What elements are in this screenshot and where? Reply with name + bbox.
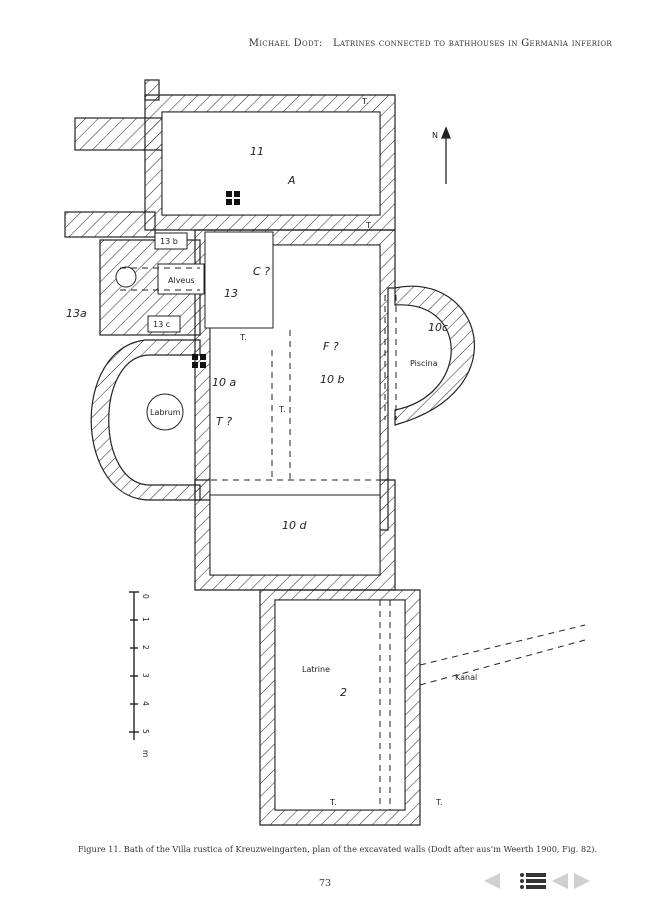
label-room-10c: 10c (428, 321, 448, 334)
label-room-11: 11 (250, 145, 264, 158)
page-number: 73 (318, 878, 332, 889)
wall-stub-top-left (144, 79, 160, 101)
round-feature (115, 266, 137, 288)
label-north: N (432, 131, 438, 140)
scale-tick-4: 4 (141, 701, 150, 706)
wall-apse-10a (90, 339, 201, 501)
label-room-A: A (287, 174, 296, 187)
room-13-box (204, 231, 274, 329)
scale-tick-3: 3 (141, 673, 150, 678)
label-room-Fq: F ? (323, 340, 339, 353)
label-alveus: Alveus (168, 276, 195, 285)
scale-tick-1: 1 (141, 617, 150, 622)
label-t-center: T. (278, 405, 285, 414)
wall-left-upper (74, 117, 164, 151)
label-room-Tq: T ? (216, 415, 232, 428)
label-room-13b: 13 b (160, 237, 178, 246)
figure-caption: Figure 11. Bath of the Villa rustica of … (78, 844, 598, 854)
kanal-line-1 (419, 624, 586, 666)
tile-symbol-lower (192, 354, 206, 368)
header-title: Latrines connected to bathhouses in Germ… (333, 38, 612, 49)
label-room-13c: 13 c (153, 320, 170, 329)
page-navigation (482, 872, 592, 890)
label-t-bottom-left: T. (329, 798, 336, 807)
label-room-10d: 10 d (282, 519, 307, 532)
label-room-Cq: C ? (253, 265, 270, 278)
label-t-top: T. (361, 97, 368, 106)
label-t-13: T. (239, 333, 246, 342)
label-t-upper-right: T. (365, 221, 372, 230)
label-room-10a: 10 a (212, 376, 236, 389)
tile-symbol-upper (226, 191, 240, 205)
room-alveus-box (157, 263, 205, 295)
wall-piscina-apse (394, 285, 475, 426)
label-room-10b: 10 b (320, 373, 344, 386)
scale-tick-5: 5 (141, 729, 150, 734)
kanal-line-2 (419, 639, 586, 686)
label-piscina: Piscina (410, 359, 438, 368)
scale-unit: m (141, 750, 150, 757)
back-icon[interactable] (550, 872, 570, 890)
label-t-bottom-right: T. (435, 798, 442, 807)
label-labrum: Labrum (150, 408, 181, 417)
label-kanal: Kanal (455, 673, 477, 682)
label-latrine: Latrine (302, 665, 330, 674)
prev-page-icon[interactable] (482, 872, 502, 890)
room-13c-box (147, 315, 181, 333)
scale-tick-0: 0 (141, 594, 150, 599)
wall-left-mid (64, 211, 156, 238)
north-arrow-icon (441, 126, 451, 184)
label-room-13: 13 (224, 287, 238, 300)
room-13b-box (154, 232, 188, 250)
labrum-basin (146, 393, 184, 431)
header-author: Michael Dodt: (248, 38, 323, 49)
label-room-2: 2 (340, 686, 347, 699)
scale-bar (129, 591, 139, 740)
scale-tick-2: 2 (141, 645, 150, 650)
running-header: Michael Dodt: Latrines connected to bath… (0, 38, 650, 49)
label-room-13a: 13a (66, 307, 87, 320)
list-icon[interactable] (518, 872, 548, 890)
next-page-icon[interactable] (572, 872, 592, 890)
